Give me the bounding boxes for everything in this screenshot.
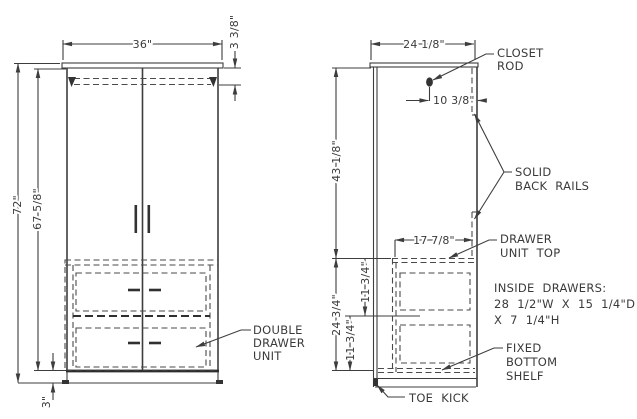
- double-drawer-label-line3: UNIT: [253, 349, 282, 363]
- dim-side-depth: 24 1/8": [403, 38, 445, 51]
- drawer-unit-top-label-line2: UNIT TOP: [500, 246, 561, 260]
- side-top-cap: [369, 62, 479, 68]
- front-drawer-unit-outline: [64, 259, 219, 371]
- front-rail-end-right: [209, 77, 217, 87]
- toe-kick-leader: [376, 384, 405, 398]
- dim-front-height: 72": [11, 195, 24, 215]
- dim-upper-section: 43 1/8": [330, 140, 343, 182]
- toe-kick-callout: TOE KICK: [376, 384, 471, 407]
- back-rails-leader-lower: [474, 171, 505, 220]
- front-base-foot-right: [216, 380, 223, 384]
- closet-rod-callout: CLOSET ROD: [432, 44, 546, 81]
- closet-rod-leader: [432, 53, 494, 81]
- front-base-foot-left: [62, 380, 69, 384]
- fixed-shelf-label-line2: BOTTOM: [506, 355, 557, 369]
- right-door-handle: [147, 205, 151, 233]
- left-door-handle: [134, 205, 138, 233]
- drawer-unit-top-label-line1: DRAWER: [500, 232, 552, 246]
- fixed-shelf-label-line1: FIXED: [506, 341, 542, 355]
- dim-drawer-top-depth: 17 7/8": [413, 234, 455, 247]
- dim-drawer-unit-height: 24 3/4": [330, 294, 343, 336]
- drawer-unit-top-callout: DRAWER UNIT TOP: [448, 230, 562, 262]
- dim-upper-drawer: 11 3/4": [359, 261, 372, 303]
- fixed-shelf-callout: FIXED BOTTOM SHELF: [441, 339, 559, 385]
- front-dimensions: 36" 3 3/8" 72" 67 5/8" 3": [9, 13, 243, 410]
- front-view: 36" 3 3/8" 72" 67 5/8" 3" DOUBLE DRAWER …: [9, 13, 307, 410]
- toe-kick-label: TOE KICK: [408, 391, 469, 405]
- fixed-shelf-label-line3: SHELF: [506, 369, 544, 383]
- dim-rod-setback: 10 3/8": [433, 94, 475, 107]
- side-dimensions: 24 1/8" 10 3/8" 43 1/8" 17 7/8" 24 3/4" …: [328, 36, 487, 372]
- back-rails-label-line2: BACK RAILS: [515, 179, 589, 193]
- side-lower-drawer-box: [399, 324, 471, 364]
- double-drawer-label-line1: DOUBLE: [253, 323, 303, 337]
- dim-front-width: 36": [133, 38, 153, 51]
- dim-front-toe-kick: 3": [40, 396, 53, 408]
- fixed-shelf-leader: [441, 347, 503, 371]
- double-drawer-unit-callout: DOUBLE DRAWER UNIT: [195, 321, 307, 365]
- inside-drawers-line2: 28 1/2"W X 15 1/4"D: [494, 297, 635, 311]
- double-drawer-label-line2: DRAWER: [253, 336, 305, 350]
- inside-drawers-line1: INSIDE DRAWERS:: [494, 281, 606, 295]
- closet-rod-label-line2: ROD: [497, 59, 524, 73]
- inside-drawers-note: INSIDE DRAWERS: 28 1/2"W X 15 1/4"D X 7 …: [492, 279, 637, 329]
- double-drawer-leader: [195, 329, 251, 348]
- front-upper-drawer-face: [75, 272, 207, 312]
- side-upper-drawer-box: [399, 272, 471, 311]
- closet-rod-end: [426, 77, 433, 87]
- front-lower-drawer-face: [75, 327, 207, 368]
- front-top-cap: [61, 62, 224, 69]
- dim-front-interior-height: 67 5/8": [31, 188, 44, 230]
- back-rails-label-line1: SOLID: [515, 165, 552, 179]
- back-rails-leader-upper: [474, 113, 512, 173]
- closet-rod-label-line1: CLOSET: [497, 46, 544, 60]
- front-rail-end-left: [68, 77, 76, 87]
- side-view: 24 1/8" 10 3/8" 43 1/8" 17 7/8" 24 3/4" …: [328, 36, 637, 407]
- back-rails-callout: SOLID BACK RAILS: [474, 113, 591, 220]
- toe-kick-block: [373, 379, 378, 386]
- dim-front-rail-drop: 3 3/8": [228, 15, 241, 49]
- dim-lower-drawer: 11 3/4": [344, 319, 357, 361]
- inside-drawers-line3: X 7 1/4"H: [494, 313, 560, 327]
- drawer-unit-top-leader: [448, 239, 497, 259]
